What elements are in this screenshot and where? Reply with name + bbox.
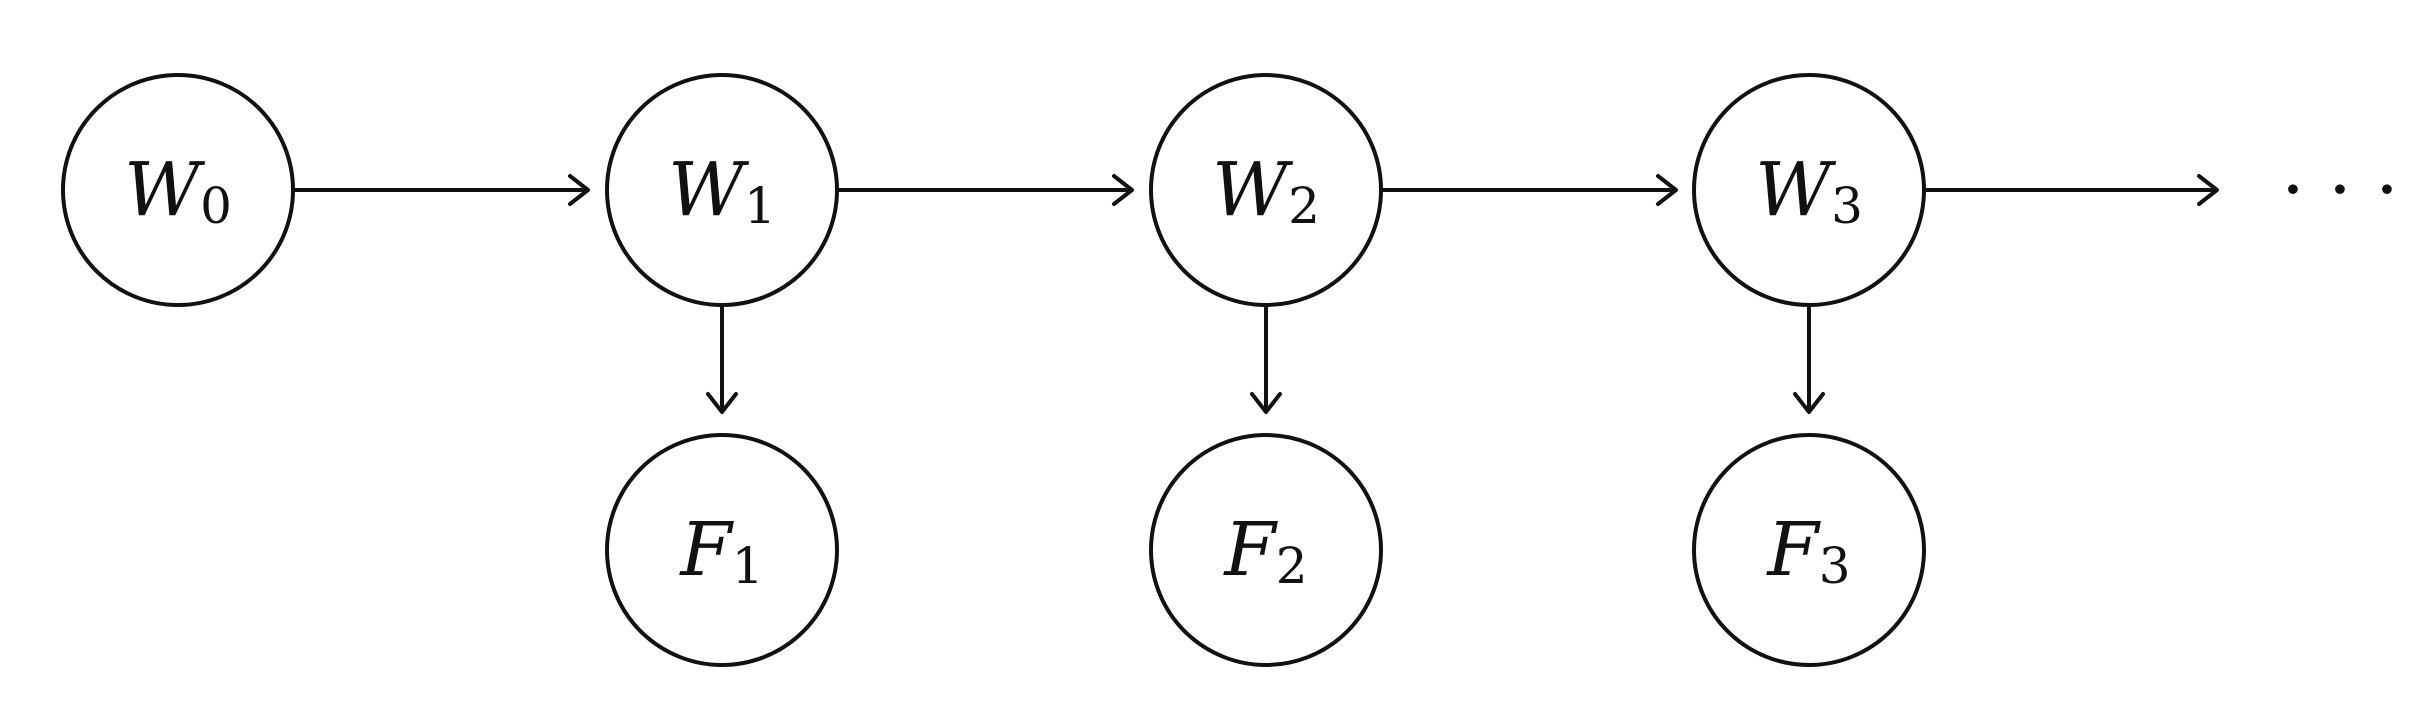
node-f2-letter: F: [1222, 507, 1278, 593]
node-f1-letter: F: [678, 507, 734, 593]
edges-layer: [293, 174, 2219, 414]
arrowhead-w2-f2: [1250, 392, 1282, 414]
node-w0-letter: W: [124, 147, 206, 233]
node-w1: W1: [605, 73, 839, 307]
arrowhead-w1-f1: [706, 392, 738, 414]
node-f3-letter: F: [1765, 507, 1821, 593]
arrowhead-w3-continuation: [2197, 174, 2219, 206]
node-f1: F1: [605, 433, 839, 667]
node-w0: W0: [61, 73, 295, 307]
node-w0-subscript: 0: [200, 177, 232, 235]
arrowhead-w3-f3: [1793, 392, 1825, 414]
node-f2: F2: [1149, 433, 1383, 667]
svg-text:W3: W3: [1755, 147, 1863, 235]
node-w2: W2: [1149, 73, 1383, 307]
edge-w3-continuation: [1924, 174, 2219, 206]
edge-w2-f2: [1250, 305, 1282, 414]
svg-text:W0: W0: [124, 147, 232, 235]
node-w3: W3: [1692, 73, 1926, 307]
edge-w0-w1: [293, 174, 590, 206]
arrowhead-w2-w3: [1656, 174, 1678, 206]
continuation-ellipsis: · · ·: [2281, 147, 2399, 233]
edge-w3-f3: [1793, 305, 1825, 414]
svg-text:W2: W2: [1212, 147, 1320, 235]
node-w2-letter: W: [1212, 147, 1294, 233]
svg-text:F2: F2: [1222, 507, 1307, 595]
node-f1-subscript: 1: [732, 537, 764, 595]
edge-w2-w3: [1382, 174, 1678, 206]
node-w3-subscript: 3: [1831, 177, 1863, 235]
arrowhead-w1-w2: [1112, 174, 1134, 206]
node-w1-subscript: 1: [744, 177, 776, 235]
svg-text:W1: W1: [668, 147, 776, 235]
node-f3: F3: [1692, 433, 1926, 667]
svg-text:F3: F3: [1765, 507, 1850, 595]
edge-w1-f1: [706, 305, 738, 414]
svg-text:F1: F1: [678, 507, 763, 595]
node-f3-subscript: 3: [1819, 537, 1851, 595]
node-w2-subscript: 2: [1288, 177, 1320, 235]
arrowhead-w0-w1: [568, 174, 590, 206]
node-w3-letter: W: [1755, 147, 1837, 233]
node-f2-subscript: 2: [1276, 537, 1308, 595]
edge-w1-w2: [838, 174, 1134, 206]
nodes-layer: W0 W1 W2 W3 F1: [61, 73, 1926, 667]
node-w1-letter: W: [668, 147, 750, 233]
